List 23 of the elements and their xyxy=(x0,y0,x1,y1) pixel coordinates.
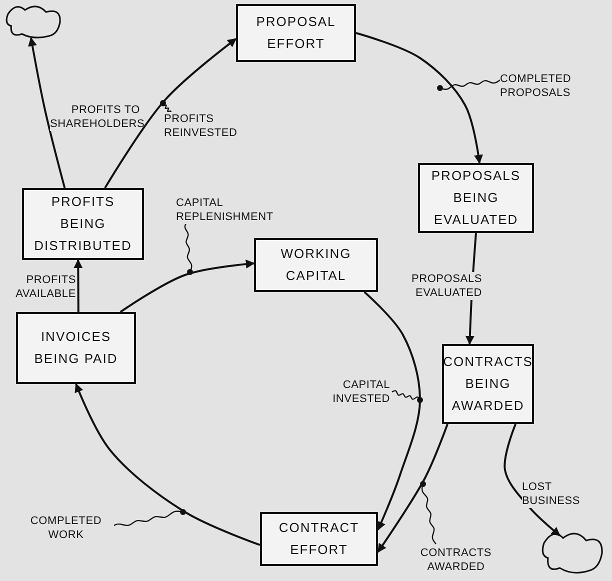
stock-name: PROFITS BEING DISTRIBUTED xyxy=(33,193,133,255)
flow-arrow xyxy=(364,291,421,531)
stock-box xyxy=(418,163,534,233)
stock-name: WORKING CAPITAL xyxy=(280,245,352,285)
flow-arrow xyxy=(356,32,483,164)
stock-box xyxy=(254,238,378,292)
flow-arrow xyxy=(120,260,255,313)
flow-arrow xyxy=(377,424,448,553)
flow-arrow xyxy=(74,259,83,312)
stock-box xyxy=(442,344,534,424)
stock-name: INVOICES BEING PAID xyxy=(33,328,119,368)
stock-box xyxy=(22,188,144,260)
stock-box xyxy=(260,512,378,566)
flow-arrow xyxy=(104,38,237,189)
stock-name: CONTRACT EFFORT xyxy=(278,519,360,559)
stock-name: CONTRACTS BEING AWARDED xyxy=(442,353,534,415)
stock-box xyxy=(236,4,356,62)
flow-arrow xyxy=(28,37,66,188)
stock-name: PROPOSAL EFFORT xyxy=(255,13,337,53)
flow-arrow xyxy=(504,424,560,536)
stock-box xyxy=(16,312,136,384)
stock-name: PROPOSALS BEING EVALUATED xyxy=(430,167,522,229)
flow-arrow xyxy=(74,383,260,546)
